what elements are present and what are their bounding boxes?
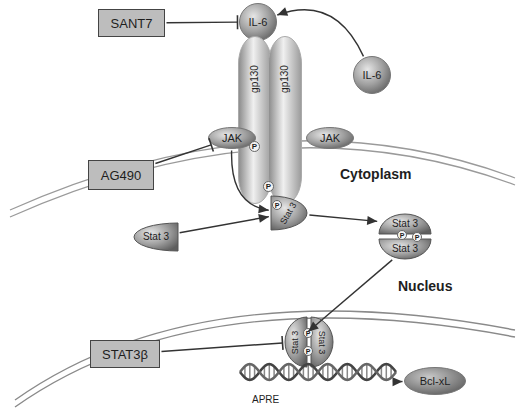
protein-half: Stat 3 (284, 316, 308, 368)
phosphate-circle: P (412, 232, 422, 242)
arrow-head (367, 216, 377, 225)
node-outline (264, 182, 274, 192)
connector-line (309, 215, 377, 221)
inhibition-bar (209, 138, 213, 151)
node-text: IL-6 (249, 17, 268, 28)
phosphate-circle: P (397, 230, 407, 240)
node-outline (89, 161, 154, 190)
connector-line (232, 150, 269, 210)
node-outline (91, 341, 160, 368)
node-text: Bcl-xL (420, 376, 451, 387)
region-label: Cytoplasm (340, 166, 412, 182)
node-text: P (266, 183, 271, 191)
inhibition-bar (281, 336, 284, 350)
node-outline (405, 368, 466, 395)
inhibitor-box: AG490 (88, 160, 154, 190)
product-ellipse: Bcl-xL (404, 367, 466, 395)
dna-helix: APRE (238, 360, 398, 406)
connector-line (308, 260, 392, 332)
inhibition-bar (237, 15, 239, 29)
node-outline (354, 57, 391, 94)
region-label: Nucleus (398, 278, 452, 294)
connector (180, 214, 269, 233)
connector (277, 7, 363, 56)
arrow-head (258, 214, 269, 223)
ligand-circle: IL-6 (353, 56, 391, 94)
phosphate-circle: P (249, 141, 260, 152)
node-text: gp130 (280, 65, 290, 93)
node-text: IL-6 (363, 70, 382, 81)
node-text: Stat 3 (291, 330, 300, 354)
node-text: Stat 3 (392, 244, 418, 254)
node-outline (271, 196, 307, 230)
node-outline (239, 37, 272, 204)
dna-strand (240, 364, 396, 380)
node-outline (269, 37, 302, 204)
connector-line (277, 10, 363, 57)
node-text: P (415, 234, 420, 241)
phosphate-circle: P (272, 200, 282, 210)
protein-half: Stat 3 (378, 238, 432, 260)
node-outline (209, 128, 256, 149)
node-outline (240, 4, 277, 41)
protein-half: Stat 3 (133, 222, 179, 252)
ligand-circle: IL-6 (239, 3, 277, 41)
connector-line (166, 21, 237, 23)
node-text: Stat 3 (143, 232, 169, 242)
connector-line (161, 343, 282, 351)
node-outline (250, 142, 260, 152)
node-text: Stat 3 (392, 219, 418, 229)
node-outline (379, 239, 431, 259)
node-outline (304, 347, 313, 356)
nuclear-envelope (15, 318, 515, 407)
connector-line (155, 145, 211, 164)
inhibitor-box: STAT3β (90, 340, 160, 368)
connector (155, 138, 213, 163)
node-outline (398, 231, 407, 240)
kinase-ellipse: JAK (208, 127, 256, 149)
node-text: JAK (222, 133, 242, 144)
connector (232, 150, 269, 213)
kinase-ellipse: JAK (306, 127, 354, 149)
node-outline (99, 10, 165, 37)
arrow-head (308, 322, 319, 332)
node-text: STAT3β (102, 348, 148, 361)
node-text: gp130 (250, 65, 260, 93)
connector (166, 15, 237, 29)
node-text: JAK (320, 133, 340, 144)
nuclear-envelope (15, 311, 515, 400)
arrow-head (258, 204, 269, 213)
node-text: P (306, 348, 311, 355)
node-outline (413, 233, 422, 242)
connector-line (180, 217, 269, 233)
connector (308, 260, 392, 332)
arrow-head (392, 377, 402, 386)
dna-strand (240, 364, 396, 380)
node-text: P (400, 232, 405, 239)
node-text: Stat 3 (317, 330, 326, 354)
node-outline (268, 36, 302, 204)
node-outline (134, 223, 178, 251)
receptor-chain: gp130 (238, 36, 272, 204)
node-outline (273, 201, 282, 210)
node-outline (307, 128, 354, 149)
node-text: P (252, 143, 257, 151)
node-text: SANT7 (111, 17, 153, 30)
phosphate-circle: P (263, 181, 274, 192)
connector (161, 336, 283, 351)
connector (392, 377, 402, 386)
node-outline (285, 317, 307, 367)
node-outline (238, 36, 272, 204)
connector (309, 215, 377, 225)
inhibitor-box: SANT7 (98, 9, 165, 37)
node-text: AG490 (101, 169, 141, 182)
receptor-chain: gp130 (268, 36, 302, 204)
arrow-head (277, 7, 288, 15)
node-text: P (275, 202, 280, 209)
node-text: APRE (252, 395, 279, 405)
phosphate-circle: P (303, 346, 313, 356)
